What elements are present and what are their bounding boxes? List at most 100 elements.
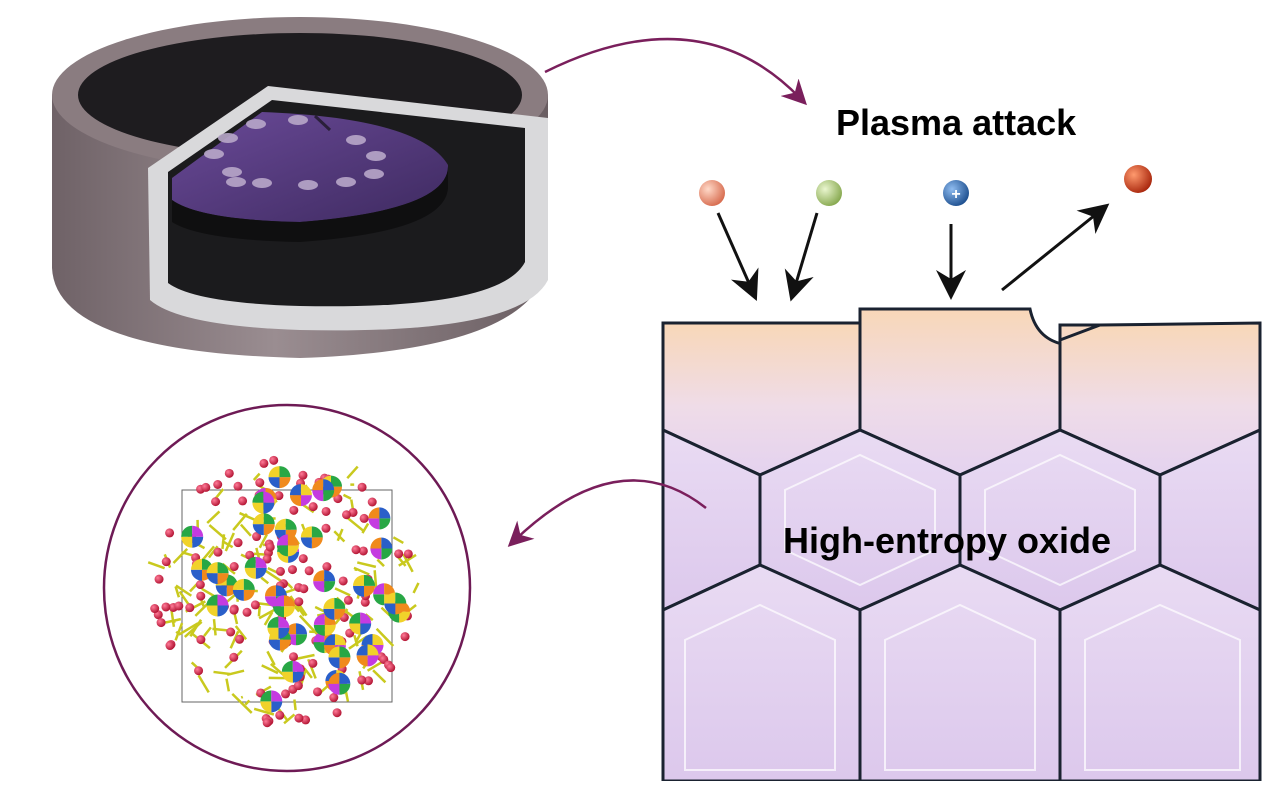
metal-atom xyxy=(252,492,274,514)
oxygen-atom xyxy=(174,601,183,610)
oxygen-atom xyxy=(298,471,307,480)
oxygen-atom xyxy=(342,510,351,519)
metal-atom xyxy=(267,617,289,639)
oxygen-atom xyxy=(289,652,298,661)
oxygen-atom xyxy=(322,562,331,571)
oxygen-atom xyxy=(211,497,220,506)
oxygen-atom xyxy=(259,459,268,468)
metal-atom xyxy=(313,570,335,592)
bond xyxy=(294,699,295,710)
oxygen-atom xyxy=(308,659,317,668)
metal-atom xyxy=(353,575,375,597)
particle-salmon-icon xyxy=(699,180,725,206)
oxygen-atom xyxy=(196,580,205,589)
oxygen-atom xyxy=(299,554,308,563)
oxygen-atom xyxy=(344,596,353,605)
metal-atom xyxy=(312,479,334,501)
oxygen-atom xyxy=(322,507,331,516)
grain-bottom-1 xyxy=(663,565,860,781)
oxygen-atom xyxy=(309,502,318,511)
oxygen-atom xyxy=(230,562,239,571)
particle-sputtered-icon xyxy=(1124,165,1152,193)
oxygen-atom xyxy=(229,606,238,615)
oxygen-atom xyxy=(401,632,410,641)
oxygen-atom xyxy=(275,711,284,720)
oxygen-atom xyxy=(294,597,303,606)
plasma-attack-label: Plasma attack xyxy=(836,102,1076,144)
oxygen-atom xyxy=(333,708,342,717)
oxygen-atom xyxy=(165,528,174,537)
oxygen-atom xyxy=(288,565,297,574)
oxygen-atom xyxy=(394,549,403,558)
oxygen-atom xyxy=(201,483,210,492)
oxygen-atom xyxy=(339,576,348,585)
bond xyxy=(241,697,243,698)
high-entropy-oxide-label: High-entropy oxide xyxy=(783,520,1111,562)
oxygen-atom xyxy=(255,478,264,487)
oxygen-atom xyxy=(238,496,247,505)
metal-atom xyxy=(349,613,371,635)
oxygen-atom xyxy=(360,514,369,523)
metal-atom xyxy=(368,507,390,529)
oxygen-atom xyxy=(251,600,260,609)
oxygen-atom xyxy=(235,635,244,644)
oxygen-atom xyxy=(150,604,159,613)
oxygen-atom xyxy=(299,584,308,593)
metal-atom xyxy=(181,526,203,548)
oxygen-atom xyxy=(404,549,413,558)
metal-atom xyxy=(233,579,255,601)
oxygen-atom xyxy=(213,548,222,557)
plasma-particles: + xyxy=(699,165,1152,206)
crystal-structure-view xyxy=(104,405,470,771)
oxygen-atom xyxy=(357,676,366,685)
metal-atom xyxy=(245,557,267,579)
oxygen-atom xyxy=(162,557,171,566)
metal-atom xyxy=(328,673,350,695)
metal-atom xyxy=(253,513,275,535)
oxygen-atom xyxy=(213,480,222,489)
metal-atom xyxy=(206,594,228,616)
oxygen-atom xyxy=(386,663,395,672)
ion-plus-symbol: + xyxy=(951,186,960,203)
oxygen-atom xyxy=(368,497,377,506)
oxygen-atom xyxy=(358,483,367,492)
oxygen-atom xyxy=(266,543,275,552)
oxygen-atom xyxy=(165,641,174,650)
metal-atom xyxy=(273,595,295,617)
oxygen-atom xyxy=(196,635,205,644)
arrow-salmon-impact xyxy=(718,213,752,290)
oxygen-atom xyxy=(225,469,234,478)
metal-atom xyxy=(328,646,350,668)
oxygen-atom xyxy=(226,627,235,636)
bond xyxy=(222,534,224,549)
plasma-chamber-illustration xyxy=(52,17,548,358)
oxygen-atom xyxy=(155,575,164,584)
metal-atom xyxy=(370,537,392,559)
grain-bottom-2 xyxy=(860,565,1060,781)
oxygen-atom xyxy=(233,482,242,491)
oxygen-atom xyxy=(305,566,314,575)
metal-atom xyxy=(207,562,229,584)
oxygen-atom xyxy=(185,603,194,612)
oxygen-atom xyxy=(289,506,298,515)
metal-atom xyxy=(282,661,304,683)
metal-atom xyxy=(384,593,406,615)
metal-atom xyxy=(290,484,312,506)
oxygen-atom xyxy=(234,538,243,547)
arrow-sputter-out xyxy=(1002,211,1100,290)
oxygen-atom xyxy=(157,618,166,627)
oxygen-atom xyxy=(194,666,203,675)
oxygen-atom xyxy=(294,681,303,690)
oxygen-atom xyxy=(321,524,330,533)
metal-atom xyxy=(269,466,291,488)
arrow-chamber-to-plasma xyxy=(545,39,800,98)
arrow-green-impact xyxy=(794,213,817,290)
oxygen-atom xyxy=(281,689,290,698)
oxygen-atom xyxy=(263,718,272,727)
oxygen-atom xyxy=(313,687,322,696)
metal-atom xyxy=(260,690,282,712)
oxygen-atom xyxy=(351,545,360,554)
oxygen-atom xyxy=(269,456,278,465)
